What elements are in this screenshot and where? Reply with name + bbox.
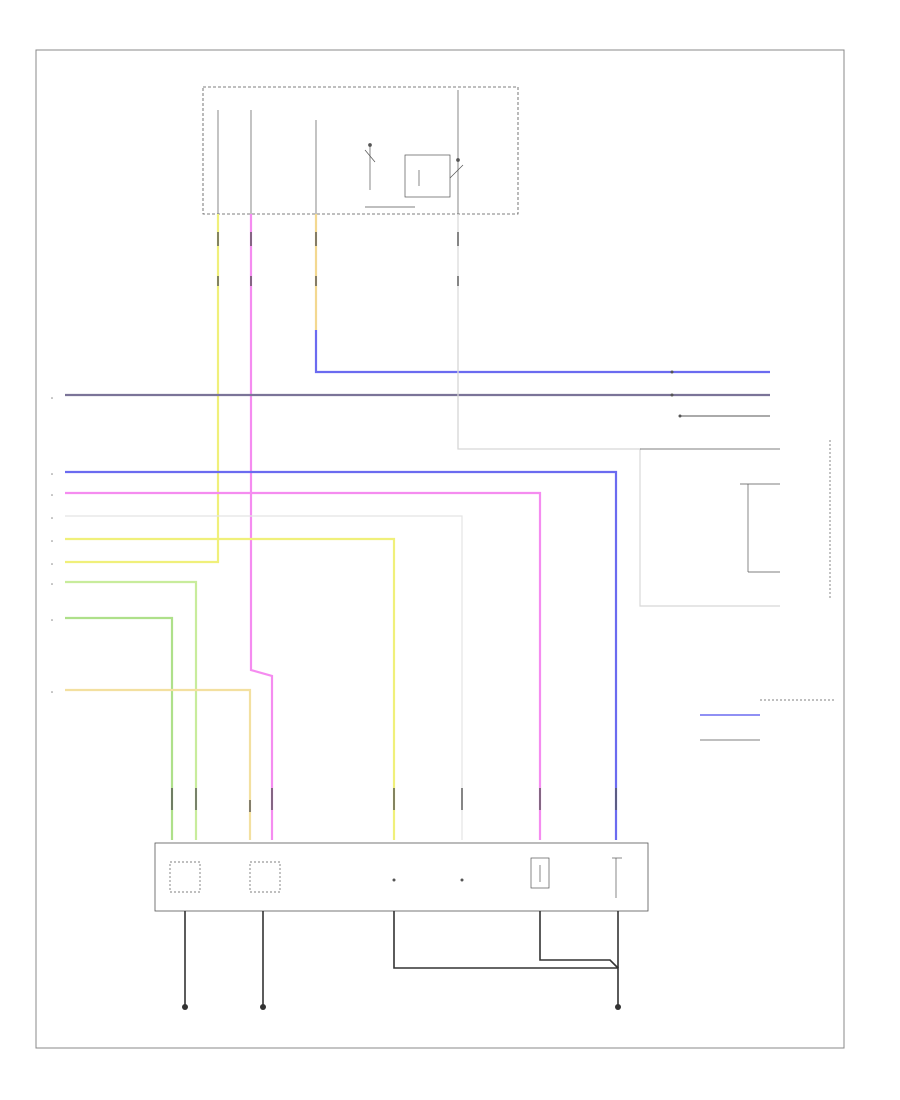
wire-blue-left — [65, 470, 618, 840]
ground-wire-4 — [539, 911, 619, 969]
wire-white-left — [65, 515, 463, 840]
wire-yellow-top — [65, 214, 220, 564]
instrument-cluster — [700, 699, 835, 741]
wire-pink-top — [249, 214, 274, 840]
wire-pink-left — [65, 491, 542, 840]
top-module — [202, 86, 519, 215]
wire-white-top — [457, 214, 780, 607]
wire-yellow-left — [65, 537, 396, 840]
ground-symbol-icon — [182, 1004, 621, 1010]
relay-coil-icon — [404, 154, 464, 198]
bottom-module — [154, 842, 649, 912]
wire-blue-top — [314, 330, 770, 374]
wire-lightgreen-left — [65, 580, 198, 840]
right-sensor-block — [670, 370, 770, 418]
wire-green-left — [65, 616, 174, 840]
switch-symbol-icon — [364, 143, 376, 163]
right-tail-lamp — [640, 440, 831, 600]
ground-wire-3 — [393, 911, 619, 1005]
wire-tan-left — [65, 688, 252, 840]
connector-arrow-icon — [670, 370, 682, 418]
diagram-frame — [35, 49, 845, 1049]
top-module-box — [202, 86, 519, 215]
bottom-module-box — [154, 842, 649, 912]
